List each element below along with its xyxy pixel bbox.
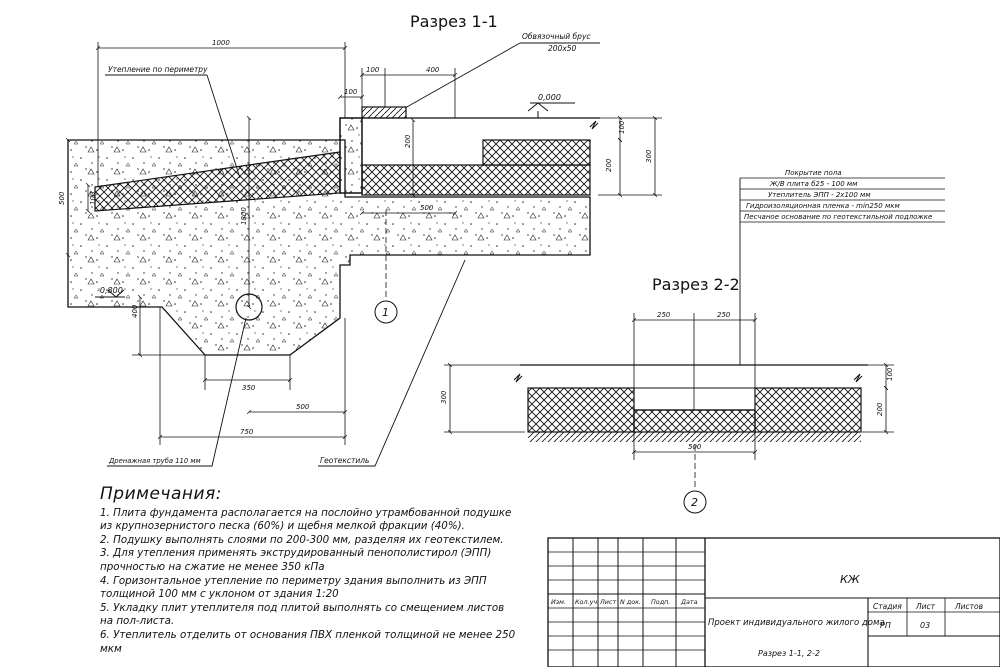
layer-3: Утеплитель ЭПП - 2х100 мм xyxy=(768,191,871,199)
svg-text:250: 250 xyxy=(717,311,731,319)
slab-insulation-left xyxy=(527,387,635,433)
svg-text:200: 200 xyxy=(605,158,613,172)
perimeter-insulation xyxy=(94,151,341,212)
svg-text:100: 100 xyxy=(618,120,626,134)
slab-insulation-center xyxy=(633,409,756,433)
svg-text:300: 300 xyxy=(645,149,653,163)
note-1: 1. Плита фундамента располагается на пос… xyxy=(100,506,512,533)
section-2-title: Разрез 2-2 xyxy=(652,275,740,294)
dimension-labels-1-1: 1000 100 400 100 100 200 300 200 500 500… xyxy=(58,39,653,436)
svg-text:300: 300 xyxy=(440,390,448,404)
notes: Примечания: 1. Плита фундамента располаг… xyxy=(100,484,520,656)
svg-text:400: 400 xyxy=(131,304,139,318)
stamp-sheets-label: Листов xyxy=(954,602,983,611)
slab-insulation-right xyxy=(754,387,862,433)
stamp-header-izm: Изм. xyxy=(551,598,566,606)
perimeter-insulation-label: Утепление по периметру xyxy=(108,65,208,74)
layer-5: Песчаное основание по геотекстильной под… xyxy=(744,213,932,221)
svg-text:500: 500 xyxy=(688,443,702,451)
svg-text:350: 350 xyxy=(242,384,256,392)
svg-text:500: 500 xyxy=(420,204,434,212)
title-block-text: Изм. Кол.уч Лист N док. Подп. Дата КЖ Пр… xyxy=(551,573,983,658)
marker-1 xyxy=(374,300,398,324)
stamp-sheet-label: Лист xyxy=(915,602,936,611)
stamp-stage-label: Стадия xyxy=(873,602,902,611)
svg-text:750: 750 xyxy=(240,428,254,436)
svg-text:100: 100 xyxy=(89,191,97,205)
stamp-header-list: Лист xyxy=(599,598,616,606)
floor-insulation-right xyxy=(482,139,591,166)
stamp-sheet: 03 xyxy=(920,621,930,630)
svg-text:1: 1 xyxy=(382,306,389,319)
svg-text:100: 100 xyxy=(886,367,894,381)
svg-text:200: 200 xyxy=(876,402,884,416)
stamp-header-podp: Подп. xyxy=(651,598,670,606)
layer-4: Гидроизоляционная пленка - min250 мкм xyxy=(746,202,900,210)
title-block xyxy=(547,537,1000,667)
layer-1: Покрытие пола xyxy=(785,169,842,177)
geotextile-label: Геотекстиль xyxy=(320,456,369,465)
note-3: 3. Для утепления применять экструдирован… xyxy=(100,547,492,573)
dimensions-2-2 xyxy=(444,313,894,460)
svg-text:1000: 1000 xyxy=(212,39,230,47)
svg-text:2: 2 xyxy=(691,496,698,509)
layer-2: Ж/В плита б25 - 100 мм xyxy=(769,180,858,188)
note-2: 2. Подушку выполнять слоями по 200-300 м… xyxy=(100,533,504,546)
svg-text:100: 100 xyxy=(366,66,380,74)
marker-2 xyxy=(683,490,707,514)
notes-title: Примечания: xyxy=(100,484,222,504)
floor-insulation xyxy=(361,164,591,196)
stamp-project: Проект индивидуального жилого дома xyxy=(708,618,885,628)
note-6: 6. Утеплитель отделить от основания ПВХ … xyxy=(100,628,516,655)
foundation-wall xyxy=(339,117,363,194)
svg-text:500: 500 xyxy=(58,191,66,205)
layer-callout: Покрытие пола Ж/В плита б25 - 100 мм Уте… xyxy=(739,169,945,365)
drain-pipe-label: Дренажная труба 110 мм xyxy=(108,457,201,465)
beam-label: Обвязочный брус xyxy=(522,32,591,41)
svg-text:500: 500 xyxy=(296,403,310,411)
svg-text:400: 400 xyxy=(426,66,440,74)
svg-text:250: 250 xyxy=(657,311,671,319)
stamp-header-koluch: Кол.уч xyxy=(575,598,597,606)
dimension-labels-2-2: 250 250 500 100 200 300 xyxy=(440,311,894,451)
svg-text:100: 100 xyxy=(344,88,358,96)
beam xyxy=(361,106,407,119)
svg-text:1800: 1800 xyxy=(240,207,248,225)
stamp-header-data: Дата xyxy=(680,598,698,606)
stamp-code: КЖ xyxy=(840,573,861,586)
dimensions-1-1 xyxy=(65,42,662,445)
note-4: 4. Горизонтальное утепление по периметру… xyxy=(100,574,487,601)
stamp-sheet-title: Разрез 1-1, 2-2 xyxy=(758,649,820,658)
stamp-stage: РП xyxy=(880,621,891,630)
note-5: 5. Укладку плит утеплителя под плитой вы… xyxy=(100,601,505,628)
beam-size-label: 200x50 xyxy=(548,44,577,53)
svg-text:200: 200 xyxy=(404,134,412,148)
ground-hatch xyxy=(528,432,861,442)
section-1-title: Разрез 1-1 xyxy=(410,12,498,31)
level-bottom: -0,800 xyxy=(97,286,123,295)
level-top: 0,000 xyxy=(538,93,561,102)
stamp-header-ndok: N док. xyxy=(620,598,641,606)
